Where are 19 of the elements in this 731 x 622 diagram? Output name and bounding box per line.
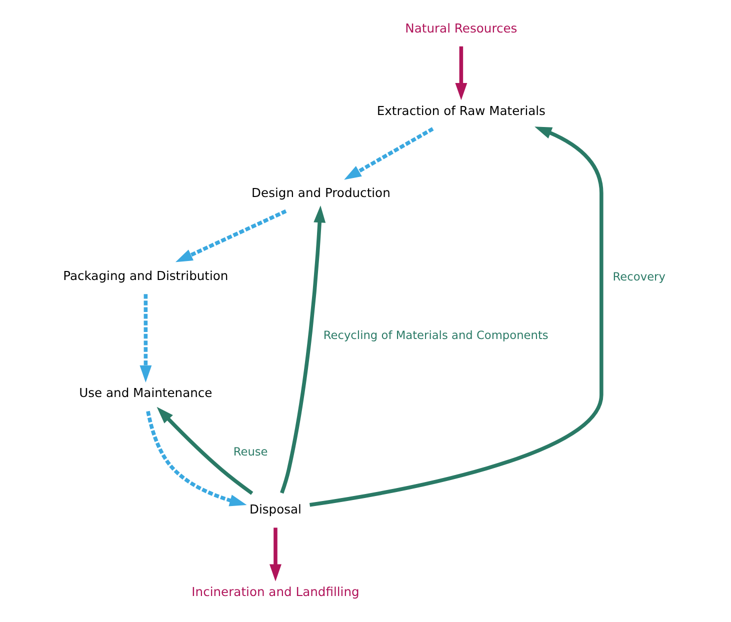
arrow <box>156 406 254 495</box>
arrow <box>140 294 152 383</box>
node-text: Incineration and Landfilling <box>192 585 360 600</box>
edge-label: Recycling of Materials and Components <box>323 328 548 342</box>
arrow <box>455 46 468 100</box>
arrow <box>270 528 282 582</box>
edge-label: Recovery <box>612 269 666 284</box>
arrow <box>175 209 287 262</box>
node-text: Packaging and Distribution <box>63 269 228 284</box>
node-text: Natural Resources <box>405 21 518 36</box>
node-text: Design and Production <box>252 186 390 200</box>
arrow <box>280 206 326 494</box>
node-text: Disposal <box>250 502 302 517</box>
arrow <box>146 410 247 506</box>
node-text: Use and Maintenance <box>79 386 212 400</box>
arrow <box>309 126 604 507</box>
arrow <box>344 127 434 180</box>
node-text: Extraction of Raw Materials <box>376 104 546 118</box>
edge-label: Reuse <box>233 444 268 459</box>
